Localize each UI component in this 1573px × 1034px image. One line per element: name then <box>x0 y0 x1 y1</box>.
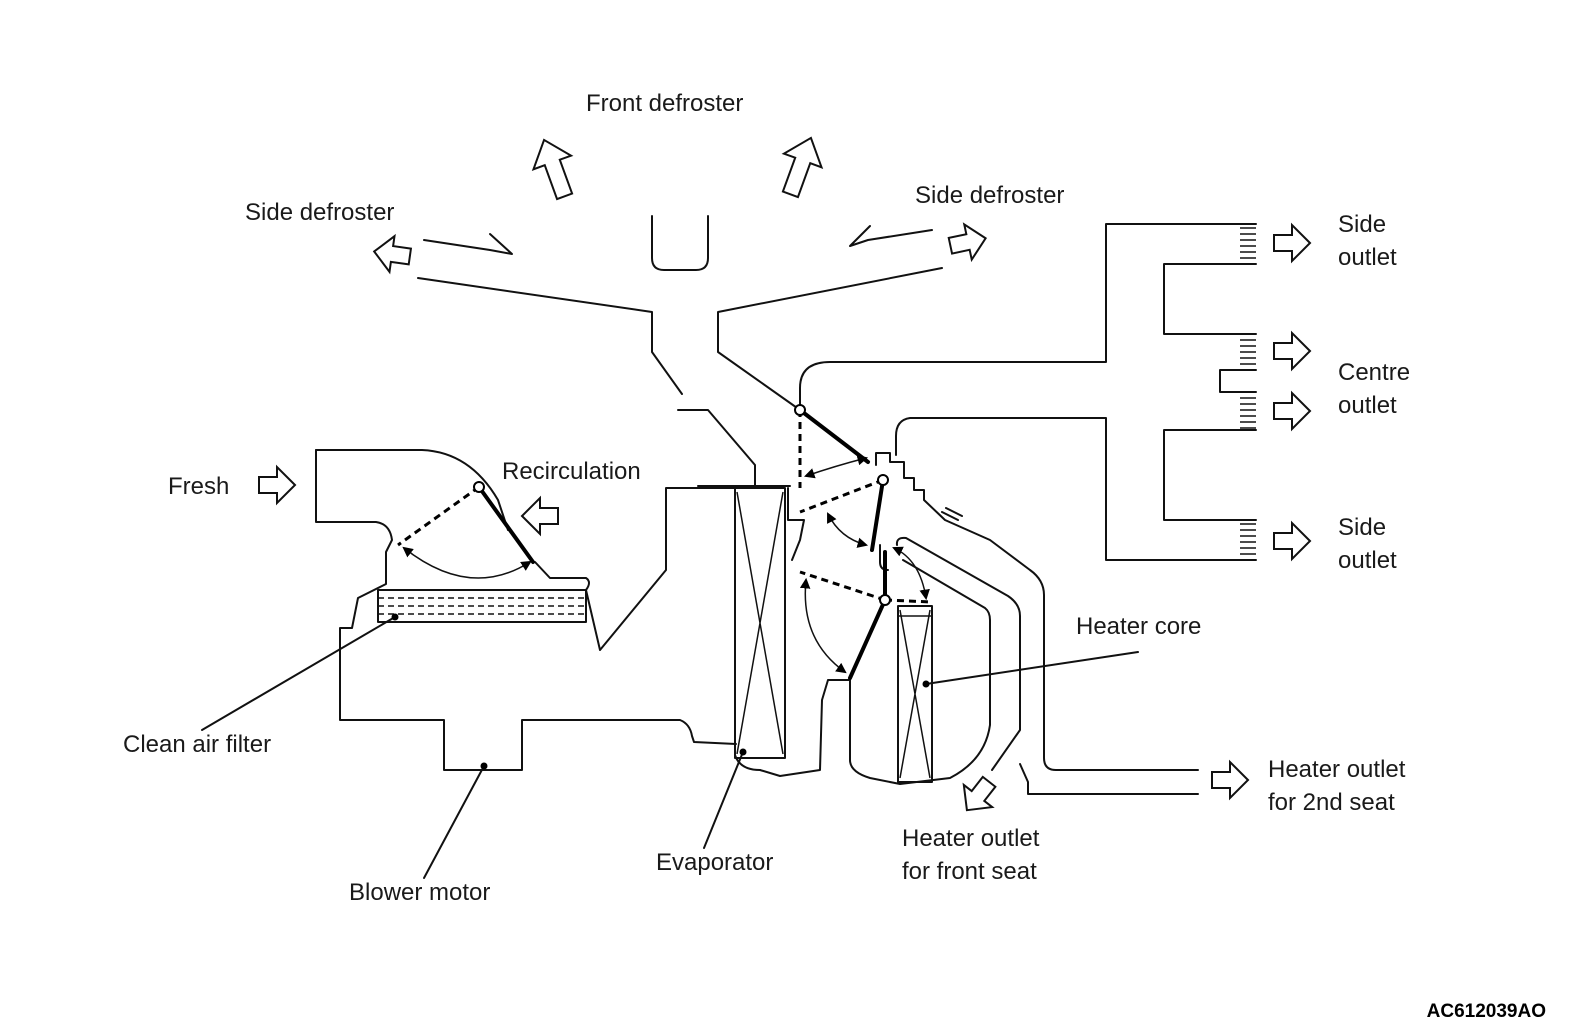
heater-unit-housing <box>734 452 1199 795</box>
label-evaporator: Evaporator <box>656 849 773 876</box>
vent-duct <box>799 223 1257 561</box>
label-heater-outlet-front-1: Heater outlet <box>902 825 1040 852</box>
label-side-outlet-bottom-2: outlet <box>1338 547 1397 574</box>
label-heater-outlet-2nd-1: Heater outlet <box>1268 756 1406 783</box>
heater-core-unit <box>897 605 933 783</box>
arrow-side-defroster-right <box>947 222 987 263</box>
arrow-heater-outlet-front <box>962 775 997 812</box>
arrow-recirculation <box>520 495 559 537</box>
arrow-heater-outlet-2nd <box>1211 759 1250 801</box>
dampers <box>397 404 933 680</box>
label-front-defroster: Front defroster <box>586 90 743 117</box>
label-recirculation: Recirculation <box>502 458 641 485</box>
leader-lines <box>201 613 1139 879</box>
defroster-ducts <box>417 215 943 489</box>
label-heater-outlet-2nd-2: for 2nd seat <box>1268 789 1395 816</box>
arrow-side-outlet-bottom <box>1273 520 1312 562</box>
louver-grilles <box>1240 227 1256 555</box>
label-side-outlet-bottom-1: Side <box>1338 514 1386 541</box>
label-clean-air-filter: Clean air filter <box>123 731 271 758</box>
label-heater-core: Heater core <box>1076 613 1201 640</box>
label-side-outlet-top-1: Side <box>1338 211 1386 238</box>
arrow-front-defroster-right <box>781 136 824 199</box>
arrow-centre-outlet-upper <box>1273 330 1312 372</box>
arrow-side-defroster-left <box>372 233 413 275</box>
airflow-arrows <box>258 136 1312 812</box>
arrow-fresh <box>258 464 297 506</box>
label-fresh: Fresh <box>168 473 229 500</box>
arrow-centre-outlet-lower <box>1273 390 1312 432</box>
label-side-defroster-right: Side defroster <box>915 182 1064 209</box>
label-centre-outlet-1: Centre <box>1338 359 1410 386</box>
evaporator-core <box>697 485 791 759</box>
label-side-defroster-left: Side defroster <box>245 199 394 226</box>
arrow-front-defroster-left <box>531 138 574 201</box>
label-blower-motor: Blower motor <box>349 879 490 906</box>
label-centre-outlet-2: outlet <box>1338 392 1397 419</box>
label-side-outlet-top-2: outlet <box>1338 244 1397 271</box>
label-heater-outlet-front-2: for front seat <box>902 858 1037 885</box>
labels: Front defroster Side defroster Side defr… <box>123 90 1546 1022</box>
blower-housing <box>315 449 737 771</box>
arrow-side-outlet-top <box>1273 222 1312 264</box>
figure-code: AC612039AO <box>1427 1001 1546 1022</box>
